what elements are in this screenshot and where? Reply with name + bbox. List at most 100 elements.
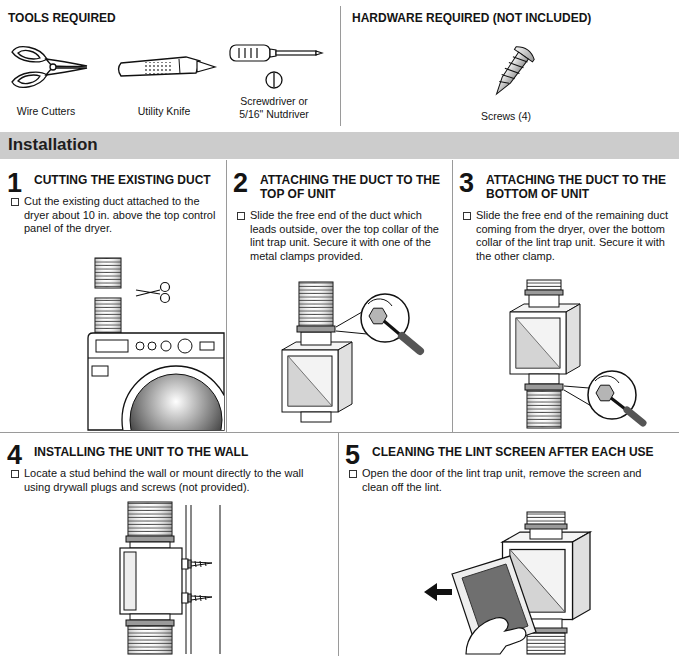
mounting-screws — [182, 559, 212, 603]
attach-bottom-illustration — [510, 280, 643, 428]
knob — [148, 342, 156, 350]
stud-line — [220, 505, 221, 654]
top-collar — [301, 332, 331, 345]
requirements-panel: TOOLS REQUIREDWire CuttersUtility KnifeS… — [0, 0, 340, 132]
step-panel: 5CLEANING THE LINT SCREEN AFTER EACH USE… — [338, 432, 679, 656]
step-heading: CLEANING THE LINT SCREEN AFTER EACH USE — [372, 432, 679, 459]
step-heading: ATTACHING THE DUCT TO THE BOTTOM OF UNIT — [486, 160, 679, 201]
screwdriver-ferrule — [270, 49, 276, 57]
cutter-handle-hole — [18, 51, 40, 59]
mounting-tab — [182, 559, 188, 569]
step-number: 2 — [233, 168, 248, 198]
bottom-collar — [301, 412, 331, 422]
cutter-handle — [12, 72, 47, 87]
knob — [178, 339, 192, 353]
duct — [95, 298, 121, 333]
step-panel: 3 ATTACHING THE DUCT TO THE BOTTOM OF UNI… — [452, 160, 679, 432]
duct — [299, 282, 333, 328]
pull-arrow — [424, 583, 452, 601]
step-heading: CUTTING THE EXISTING DUCT — [34, 160, 226, 187]
duct — [128, 502, 172, 537]
knob — [161, 341, 171, 351]
section-band: Installation — [0, 132, 679, 159]
step-number: 3 — [459, 168, 474, 198]
knife-body — [119, 57, 201, 76]
screw-shank — [191, 595, 212, 601]
tool-label: Wire Cutters — [1, 105, 91, 118]
scissor-loop — [161, 294, 170, 303]
cutter-handle-hole — [18, 75, 40, 83]
knob — [136, 342, 144, 350]
duct-shade-overlay — [95, 298, 121, 333]
panel-rules — [0, 6, 679, 656]
clamp — [525, 524, 567, 529]
screw-shank — [492, 52, 529, 97]
wall-mount-illustration — [120, 502, 220, 654]
cutter-pivot — [50, 64, 56, 70]
step-heading: INSTALLING THE UNIT TO THE WALL — [34, 432, 338, 459]
turn-arrow — [368, 299, 392, 306]
utility-knife-icon — [119, 57, 216, 76]
knife-seam — [179, 59, 180, 74]
knife-grip — [144, 62, 172, 74]
scissor-blades — [136, 290, 160, 296]
unit-door-edge — [124, 552, 136, 610]
scissor-loop — [161, 283, 170, 292]
duct — [527, 390, 561, 428]
screwdriver-shaft — [276, 51, 316, 55]
handle-ridges — [239, 48, 257, 58]
step-instruction: Locate a stud behind the wall or mount d… — [0, 467, 338, 494]
step-heading: ATTACHING THE DUCT TO THE TOP OF UNIT — [260, 160, 452, 201]
turn-arrow — [595, 376, 619, 383]
step-panel: 1CUTTING THE EXISTING DUCTCut the existi… — [0, 160, 226, 432]
clamp — [126, 536, 174, 542]
button — [200, 342, 214, 350]
top-collar — [530, 528, 562, 539]
wire-cutters-icon — [12, 47, 87, 88]
cutter-handle — [12, 47, 47, 62]
duct-shade-overlay — [128, 502, 172, 537]
magnifier-leader — [336, 312, 362, 327]
control-panel-edge — [88, 358, 224, 359]
mounting-tab — [182, 593, 188, 603]
duct-shade-overlay — [527, 390, 561, 428]
step-instruction: Slide the free end of the duct which lea… — [226, 209, 452, 263]
tool-label: Screws (4) — [456, 110, 556, 123]
wall-line — [186, 505, 187, 654]
screw-shank — [191, 561, 212, 567]
screw-head — [188, 594, 191, 602]
dryer-door — [122, 366, 224, 430]
step-panel: 4 INSTALLING THE UNIT TO THE WALL Locate a… — [0, 432, 338, 656]
clamp — [126, 620, 174, 626]
step-instruction: Open the door of the lint trap unit, rem… — [338, 467, 679, 494]
screwdriver-handle — [230, 45, 270, 61]
slot-symbol-line — [273, 73, 274, 87]
dryer-knobs — [136, 339, 214, 353]
dryer-display — [96, 340, 128, 352]
screw-icon — [488, 44, 537, 101]
duct — [527, 633, 565, 654]
clamp — [525, 290, 563, 295]
divider-line — [338, 432, 339, 656]
tool-label: Utility Knife — [119, 105, 209, 118]
knife-blade — [197, 61, 215, 72]
duct — [95, 258, 121, 288]
attach-top-illustration — [282, 282, 420, 422]
scissors-icon — [136, 283, 170, 303]
screwdriver-icon — [230, 45, 322, 88]
duct-shade-overlay — [128, 626, 172, 654]
step-number: 4 — [7, 440, 22, 470]
section-band-title: Installation — [0, 132, 679, 155]
magnifier-leader — [336, 331, 367, 334]
section-heading: HARDWARE REQUIRED (NOT INCLUDED) — [340, 0, 679, 25]
step-instruction: Slide the free end of the remaining duct… — [452, 209, 679, 263]
screw-head — [188, 560, 191, 568]
divider-line — [452, 160, 453, 432]
duct-shade-overlay — [95, 258, 121, 288]
top-collar — [529, 294, 559, 307]
driver-handle — [627, 410, 643, 423]
dryer-label-plate — [92, 366, 108, 376]
